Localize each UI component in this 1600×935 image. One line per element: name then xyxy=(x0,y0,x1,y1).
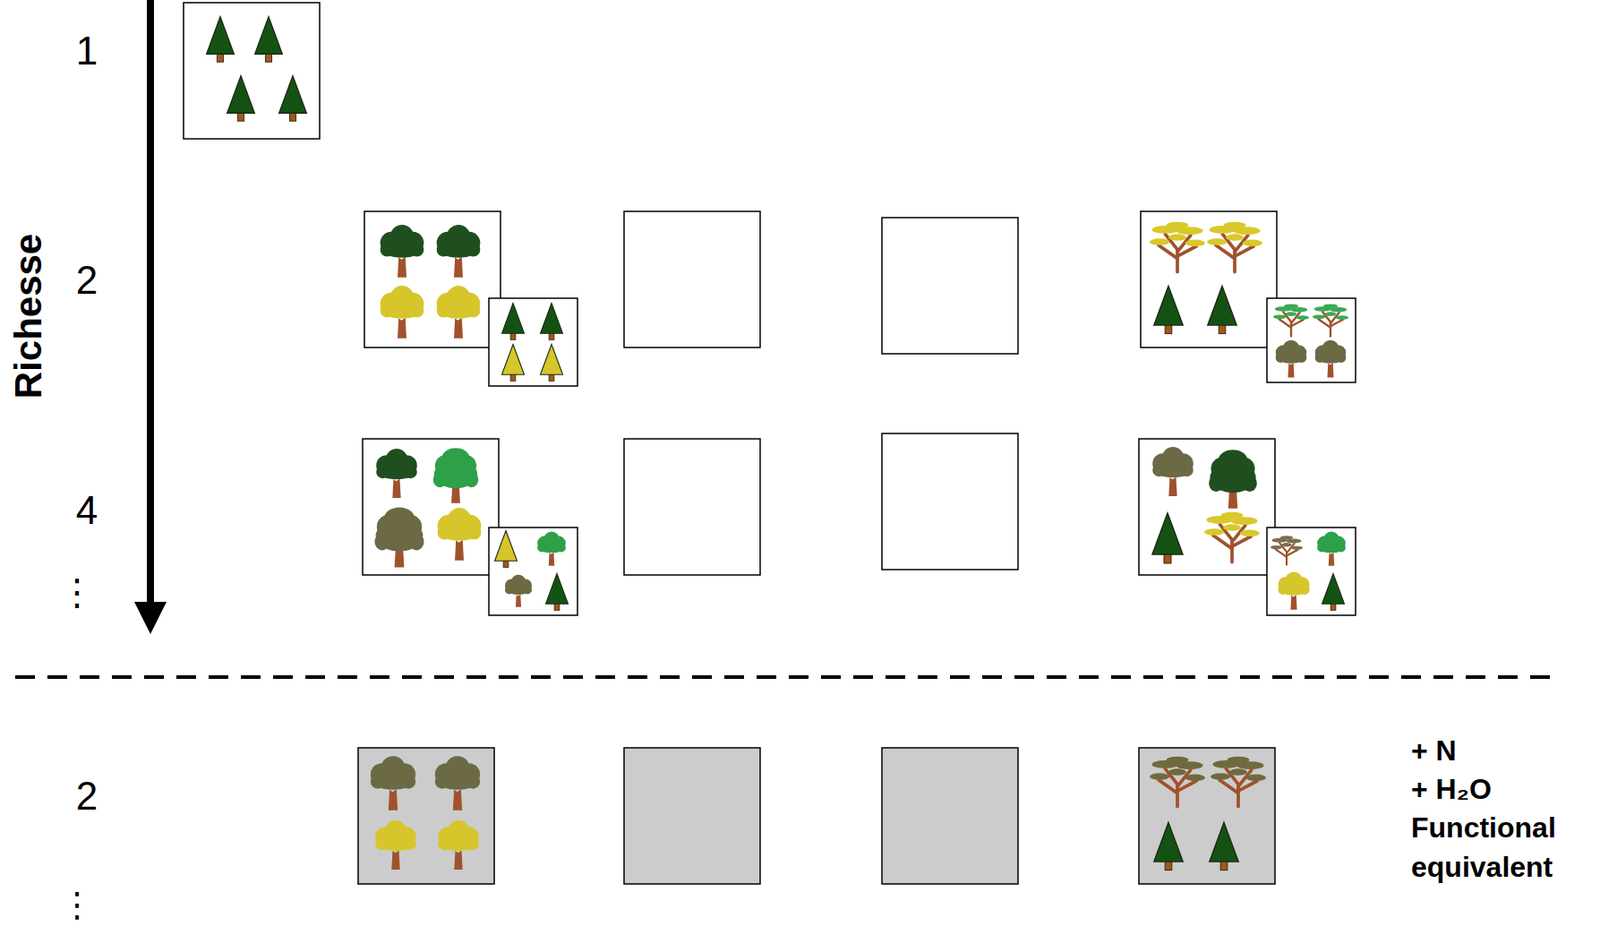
continuation-mark: ⋮ xyxy=(59,887,95,922)
empty-plot xyxy=(624,438,761,575)
mixture-plot xyxy=(362,438,499,575)
richness-level: 1 xyxy=(76,31,98,71)
treated-plot xyxy=(1138,747,1275,884)
dashed-separator xyxy=(15,675,1562,679)
treatment-note: + H₂O xyxy=(1411,770,1492,807)
mixture-plot xyxy=(364,211,501,348)
continuation-mark: ⋮ xyxy=(59,573,95,610)
treatment-note: Functional equivalent xyxy=(1411,807,1591,887)
richness-level: 4 xyxy=(76,490,98,531)
mixture-plot-small xyxy=(488,298,578,386)
richness-arrow xyxy=(134,0,167,634)
richness-level: 2 xyxy=(76,260,98,300)
mixture-plot xyxy=(1140,211,1277,348)
treated-empty-plot xyxy=(624,747,761,884)
treated-empty-plot xyxy=(881,747,1019,884)
treated-plot xyxy=(358,747,495,884)
axis-title: Richesse xyxy=(9,233,48,399)
mixture-plot-small xyxy=(488,527,578,616)
mixture-plot-small xyxy=(1266,298,1356,383)
richness-level: 2 xyxy=(76,776,98,816)
empty-plot xyxy=(881,217,1019,354)
treatment-note: + N xyxy=(1411,732,1457,769)
empty-plot xyxy=(881,433,1019,570)
empty-plot xyxy=(624,211,761,348)
mixture-plot-small xyxy=(1266,527,1356,616)
monoculture-plot xyxy=(183,2,320,139)
mixture-plot xyxy=(1138,438,1275,575)
